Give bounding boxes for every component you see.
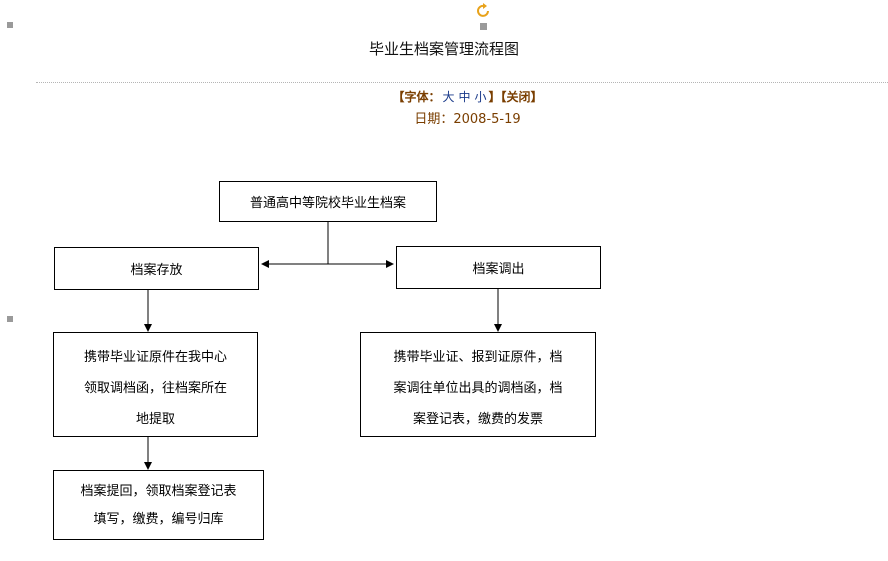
root-node: 普通高中等院校毕业生档案 [219, 181, 437, 222]
transfer-node-label: 档案调出 [472, 262, 525, 277]
transfer-step-line: 案登记表，缴费的发票 [412, 412, 543, 427]
date-row: 日期：2008-5-19 [0, 108, 888, 127]
font-size-large-link[interactable]: 大 [442, 90, 455, 104]
transfer-step-line: 案调往单位出具的调档函，档 [393, 381, 563, 396]
font-size-small-link[interactable]: 小 [474, 90, 487, 104]
transfer-step-line: 携带毕业证、报到证原件，档 [393, 350, 563, 365]
root-node-label: 普通高中等院校毕业生档案 [249, 196, 406, 211]
font-label-open: 【字体： [392, 90, 441, 104]
page-title: 毕业生档案管理流程图 [368, 40, 519, 58]
refresh-icon [477, 3, 489, 30]
storage-step-line: 携带毕业证原件在我中心 [83, 350, 227, 365]
storage-final-line: 档案提回，领取档案登记表 [80, 484, 237, 499]
storage-node-label: 档案存放 [130, 263, 183, 278]
date-label: 日期： [414, 112, 454, 127]
storage-final-node: 档案提回，领取档案登记表 填写，缴费，编号归库 [53, 470, 264, 540]
divider [36, 82, 888, 83]
storage-step-line: 领取调档函，往档案所在 [83, 381, 227, 396]
close-link[interactable]: 【关闭】 [500, 90, 543, 104]
font-size-medium-link[interactable]: 中 [458, 90, 471, 104]
storage-node: 档案存放 [54, 247, 259, 290]
font-size-controls: 【字体：大中小】【关闭】 [0, 88, 888, 105]
font-label-close: 】 [488, 90, 501, 104]
storage-final-line: 填写，缴费，编号归库 [93, 512, 224, 527]
storage-step-line: 地提取 [135, 412, 175, 427]
storage-step-node: 携带毕业证原件在我中心 领取调档函，往档案所在 地提取 [53, 332, 258, 437]
square-bullet-icon [7, 316, 13, 322]
transfer-step-node: 携带毕业证、报到证原件，档 案调往单位出具的调档函，档 案登记表，缴费的发票 [360, 332, 596, 437]
transfer-node: 档案调出 [396, 246, 601, 289]
date-value: 2008-5-19 [453, 112, 521, 127]
square-bullet-icon [7, 22, 13, 28]
